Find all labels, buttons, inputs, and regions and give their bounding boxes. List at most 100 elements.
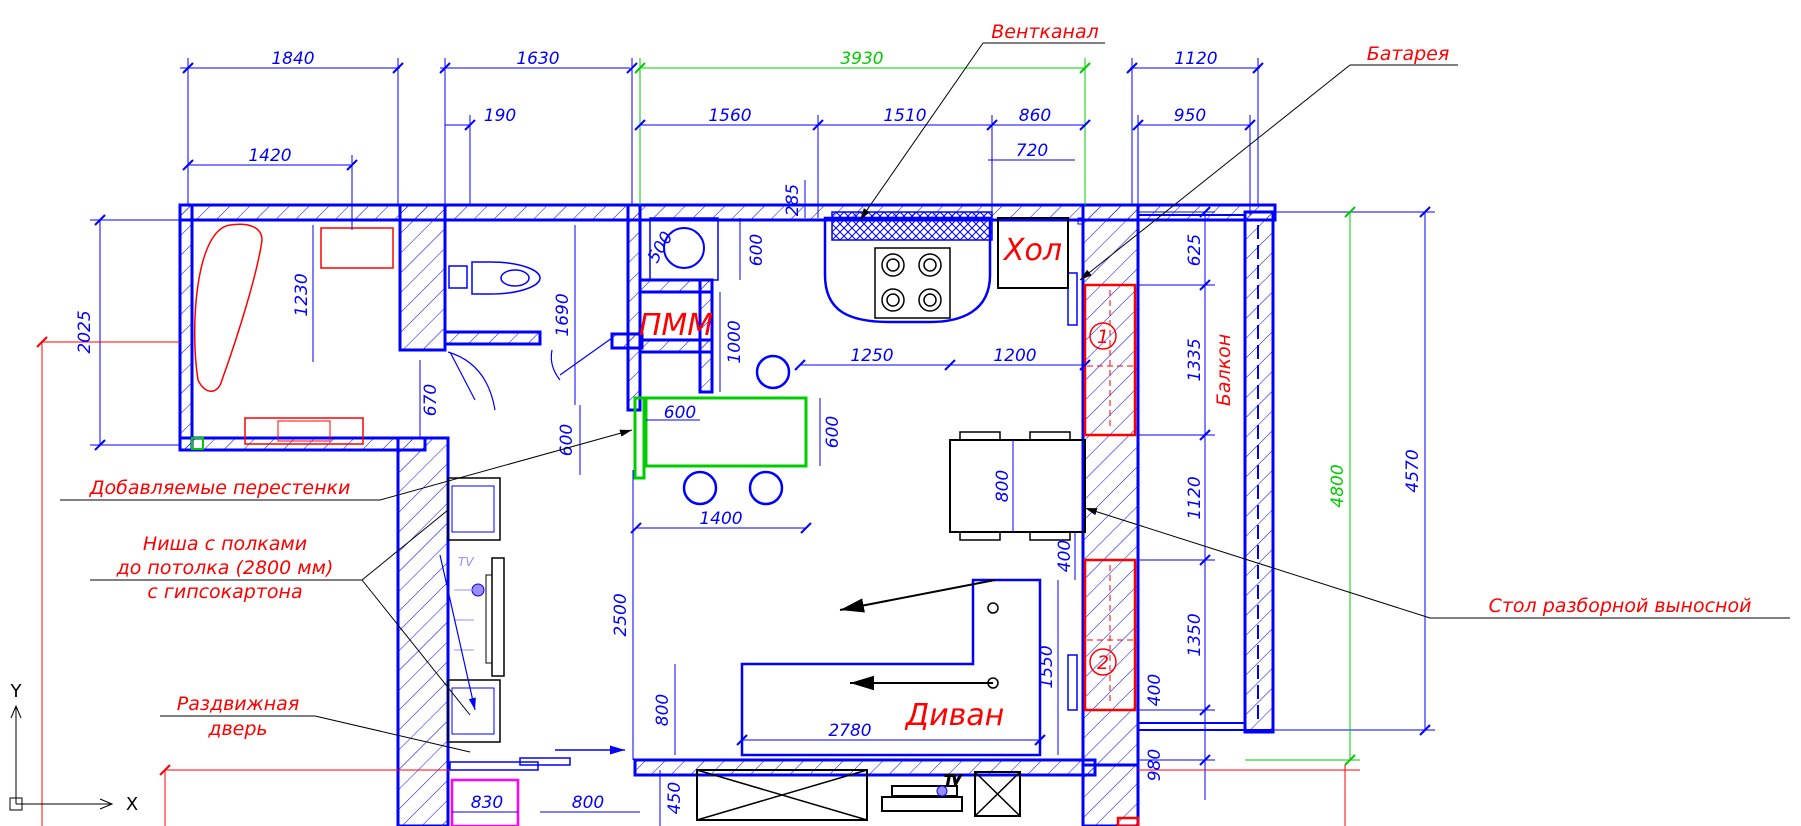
battery-label: Батарея (1367, 43, 1450, 65)
reference-lines (41, 341, 1360, 826)
wc-door (447, 351, 496, 411)
balcony-label: Балкон (1213, 334, 1235, 406)
overall-dimension-lines (639, 58, 1360, 761)
burner-1 (881, 253, 905, 277)
window-2 (1083, 558, 1137, 712)
dim-285: 285 (783, 184, 803, 216)
niche-shelf-2 (447, 679, 501, 743)
ucs-icon (9, 704, 114, 811)
dimension-texts: 1840 1630 3930 1120 190 1560 1510 860 95… (75, 49, 1423, 814)
sink (277, 420, 331, 442)
dim-600-bar: 600 (664, 403, 696, 423)
sliding-door (449, 745, 625, 771)
dim-1630: 1630 (516, 49, 559, 69)
washing-machine (320, 227, 394, 269)
chair-4 (1029, 531, 1071, 541)
tv-stand (881, 796, 963, 812)
dimension-ticks (94, 62, 1431, 766)
dim-720: 720 (1016, 141, 1048, 161)
battery-valve (1077, 217, 1085, 225)
wc (448, 261, 541, 295)
dim-1120-right: 1120 (1185, 476, 1205, 519)
marker-circle-1 (1089, 322, 1117, 350)
dim-4570: 4570 (1403, 449, 1423, 492)
dim-950: 950 (1174, 106, 1206, 126)
new-wall-bar (633, 396, 646, 480)
tv-2-label: TV (945, 773, 961, 787)
vent-label: Вентканал (991, 21, 1099, 43)
niche: TV (439, 477, 505, 743)
wall-bottom-right (1081, 763, 1140, 826)
niche-label-3: с гипсокартона (147, 581, 302, 603)
dim-450: 450 (665, 782, 685, 814)
tv-panel (491, 557, 505, 677)
window-frames (1087, 290, 1135, 705)
wc-cistern (448, 265, 468, 289)
marker-2-text: 2 (1097, 652, 1109, 674)
dim-800-sofa: 800 (653, 694, 673, 726)
dim-860: 860 (1019, 106, 1051, 126)
annotations: Вентканал Батарея Балкон Добавляемые пер… (60, 21, 1790, 753)
dim-980: 980 (1145, 749, 1165, 781)
bottom-furniture: TV (696, 769, 1021, 821)
wall-corridor-left (396, 436, 450, 826)
niche-shelf-1 (447, 477, 501, 541)
kitchen: Хол ПММ (633, 211, 1086, 541)
dim-1690: 1690 (553, 293, 573, 336)
kitchen-sink-cabinet (649, 217, 719, 281)
dim-800-bottom: 800 (572, 793, 604, 813)
table-label: Стол разборной выносной (1489, 595, 1752, 617)
niche-label-1: Ниша с полками (143, 533, 307, 555)
tv-1-label: TV (458, 555, 474, 569)
new-walls-label: Добавляемые перестенки (89, 477, 351, 499)
dishwasher-label: ПММ (639, 308, 713, 343)
chair-2 (1029, 431, 1071, 441)
dim-830: 830 (471, 793, 503, 813)
windows (1083, 283, 1140, 826)
dim-1335: 1335 (1185, 338, 1205, 381)
stool-3 (748, 470, 784, 506)
dim-2780: 2780 (828, 721, 871, 741)
wall-right (1081, 203, 1140, 767)
dim-600-side: 600 (823, 416, 843, 448)
wall-bath-left (178, 203, 194, 452)
dim-2025: 2025 (75, 310, 95, 353)
dim-1560: 1560 (708, 106, 751, 126)
living-room: Диван (740, 578, 1042, 757)
radiators (1067, 272, 1078, 711)
marker-circle-2 (1089, 648, 1117, 676)
stool-1 (755, 354, 791, 390)
shelf-unit (244, 417, 364, 445)
cooktop (874, 247, 951, 319)
sliding-door-label-2: дверь (207, 718, 267, 740)
dim-600-left: 600 (557, 424, 577, 456)
bathroom (191, 223, 394, 450)
dim-2500: 2500 (611, 593, 631, 636)
toilet-seat (500, 269, 530, 287)
bar-counter (644, 396, 808, 468)
dim-190: 190 (484, 106, 516, 126)
box (974, 771, 1021, 817)
sofa-label: Диван (904, 698, 1005, 733)
niche-label-2: до потолка (2800 мм) (116, 557, 334, 579)
marker-1-text: 1 (1097, 326, 1109, 348)
ucs-x-label: X (126, 794, 138, 815)
fridge (997, 217, 1069, 289)
dining-table (949, 439, 1086, 533)
stool-2 (682, 470, 718, 506)
closet-bottom (450, 778, 520, 826)
dim-1550: 1550 (1037, 645, 1057, 688)
doors (447, 337, 613, 411)
dim-1230: 1230 (292, 273, 312, 316)
wall-wc-bottom (443, 330, 542, 346)
vent-shaft (831, 211, 993, 241)
wall-stub (610, 332, 644, 350)
dim-400: 400 (1055, 540, 1075, 572)
dim-1120-top: 1120 (1174, 49, 1217, 69)
dim-1250: 1250 (850, 346, 893, 366)
sofa-arrow-1 (839, 579, 996, 613)
dim-800-table: 800 (993, 470, 1013, 502)
bathtub (193, 223, 263, 392)
toilet (471, 261, 541, 295)
